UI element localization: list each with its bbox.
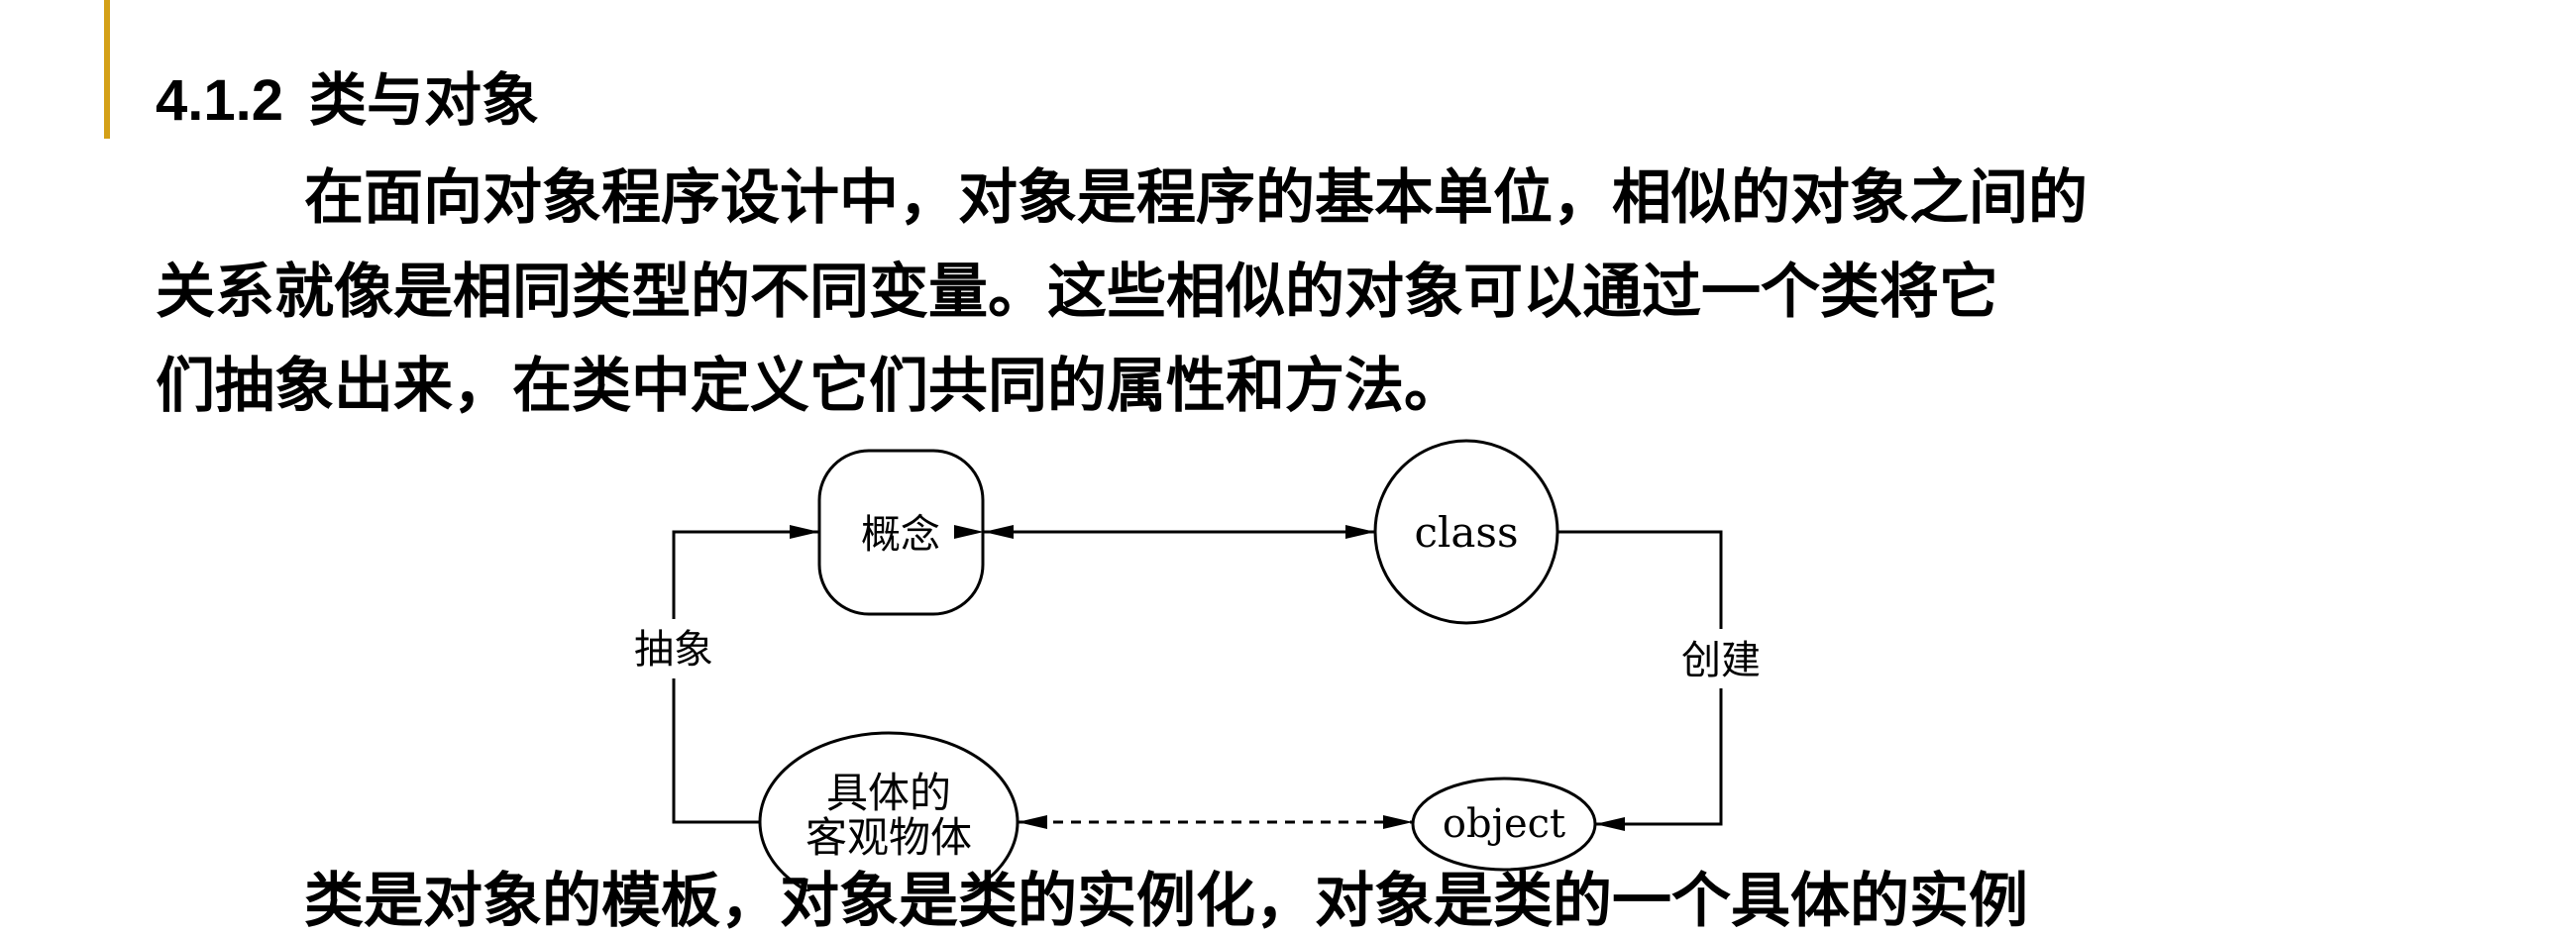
class-object-diagram: 概念 class 具体的 客观物体 object 抽象 创建 <box>624 439 1772 891</box>
abstract-label-bg <box>624 619 723 678</box>
paragraph-line-3: 们抽象出来，在类中定义它们共同的属性和方法。 <box>156 352 1463 421</box>
object-label: object <box>1443 801 1565 847</box>
concept-label: 概念 <box>861 512 940 558</box>
section-title: 类与对象 <box>309 66 540 134</box>
paragraph-next-line-cut: 类是对象的模板，对象是类的实例化，对象是类的一个具体的实例 <box>304 867 2028 936</box>
concrete-object-label-line2: 客观物体 <box>805 813 972 862</box>
class-label: class <box>1414 508 1518 557</box>
create-label: 创建 <box>1681 638 1761 683</box>
paragraph-line-1: 在面向对象程序设计中，对象是程序的基本单位，相似的对象之间的 <box>304 163 2088 233</box>
concrete-object-label-line1: 具体的 <box>826 769 951 817</box>
abstract-label: 抽象 <box>634 627 713 673</box>
paragraph-line-2: 关系就像是相同类型的不同变量。这些相似的对象可以通过一个类将它 <box>156 258 1998 327</box>
concrete-object-arrow-left <box>1018 815 1047 829</box>
create-label-bg <box>1669 629 1772 688</box>
accent-bar <box>104 0 110 139</box>
section-number: 4.1.2 <box>156 68 283 133</box>
concept-class-arrow-left <box>984 525 1014 539</box>
